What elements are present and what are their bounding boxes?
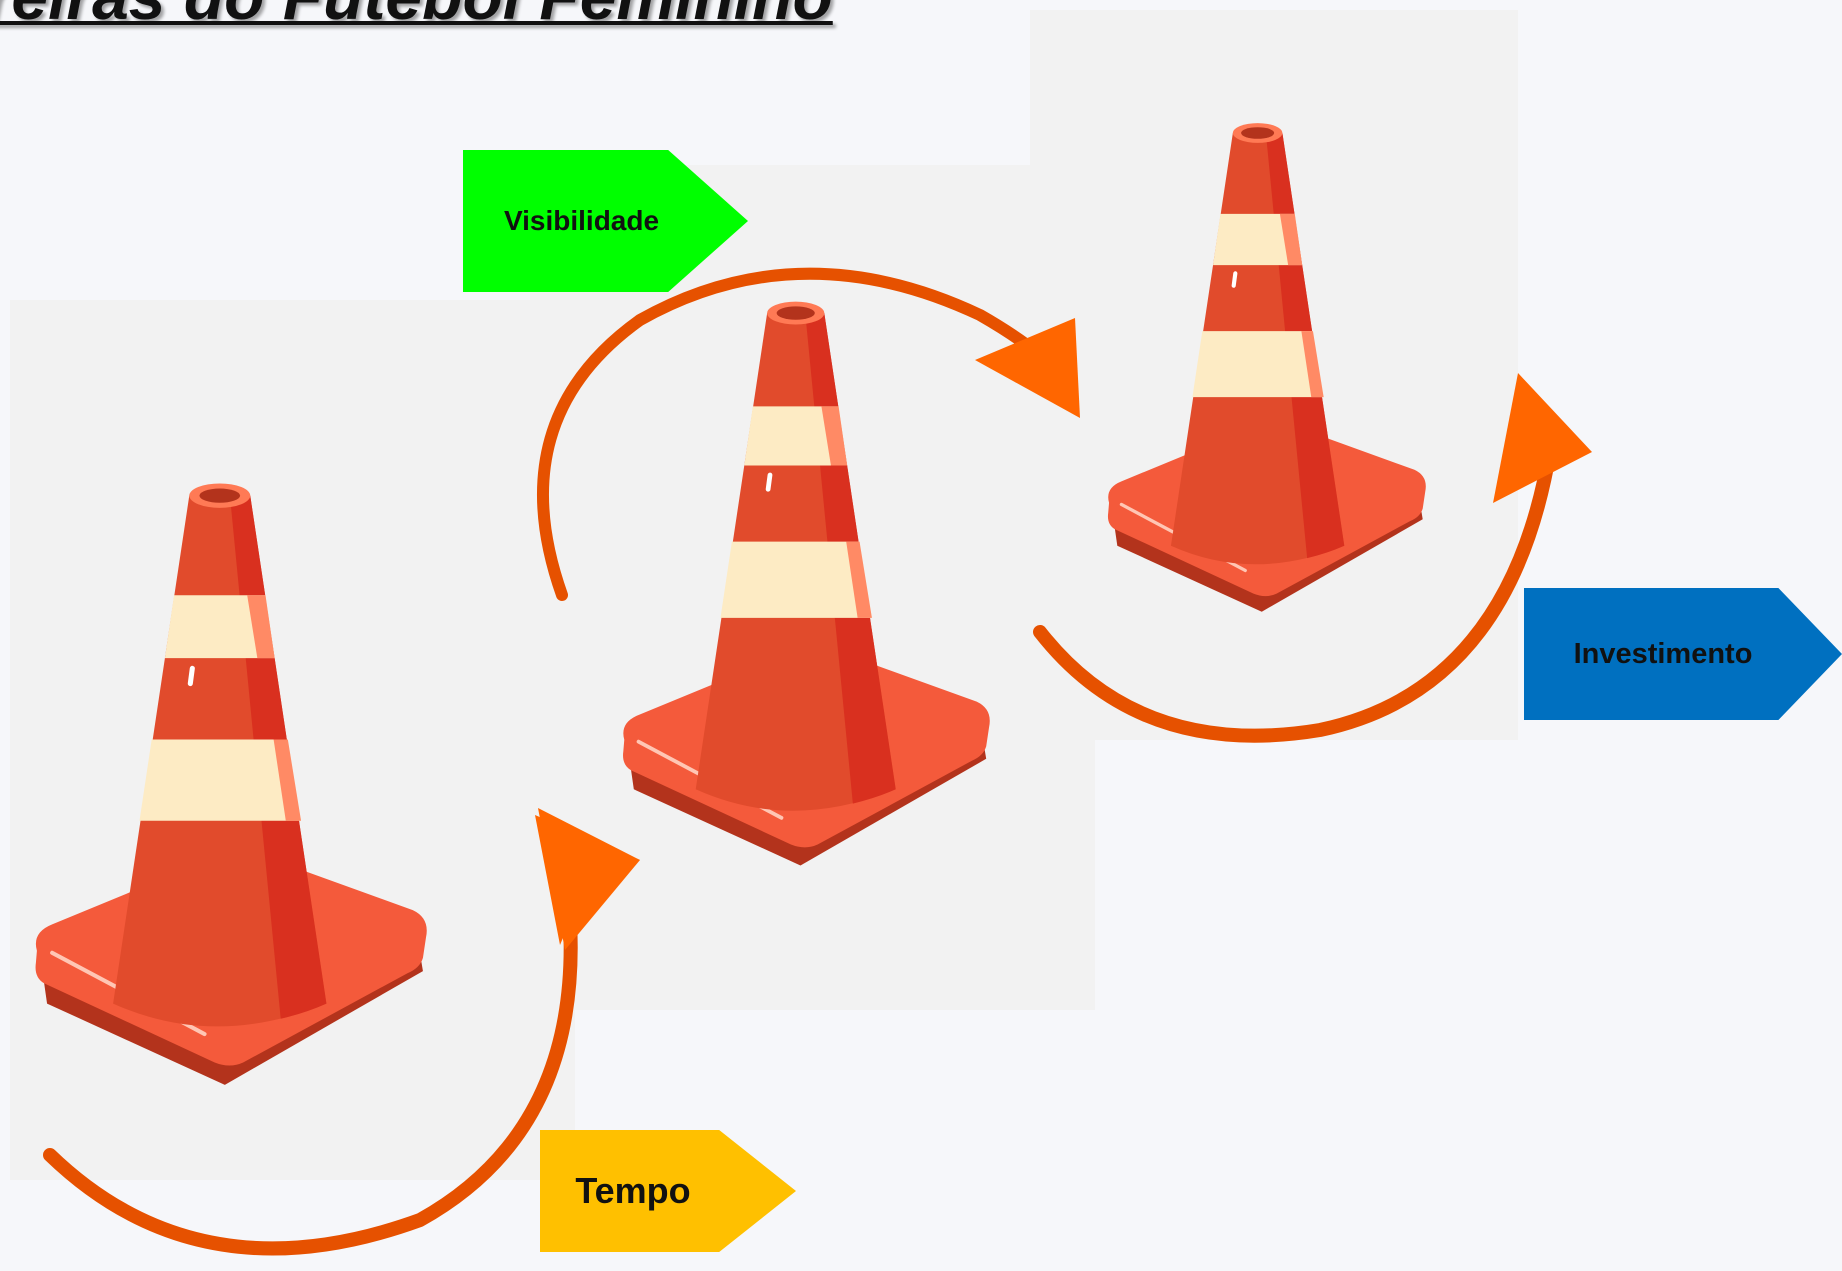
label-investimento: Investimento [1524,588,1842,720]
traffic-cone-2 [575,275,1045,875]
label-visibilidade-text: Visibilidade [503,205,660,236]
traffic-cone-1 [20,455,450,1095]
page-title: rreiras do Futebol Feminino [0,0,833,34]
label-tempo-text: Tempo [575,1170,691,1211]
traffic-cone-3 [1065,100,1475,620]
label-tempo: Tempo [540,1130,796,1252]
label-investimento-text: Investimento [1573,637,1753,670]
